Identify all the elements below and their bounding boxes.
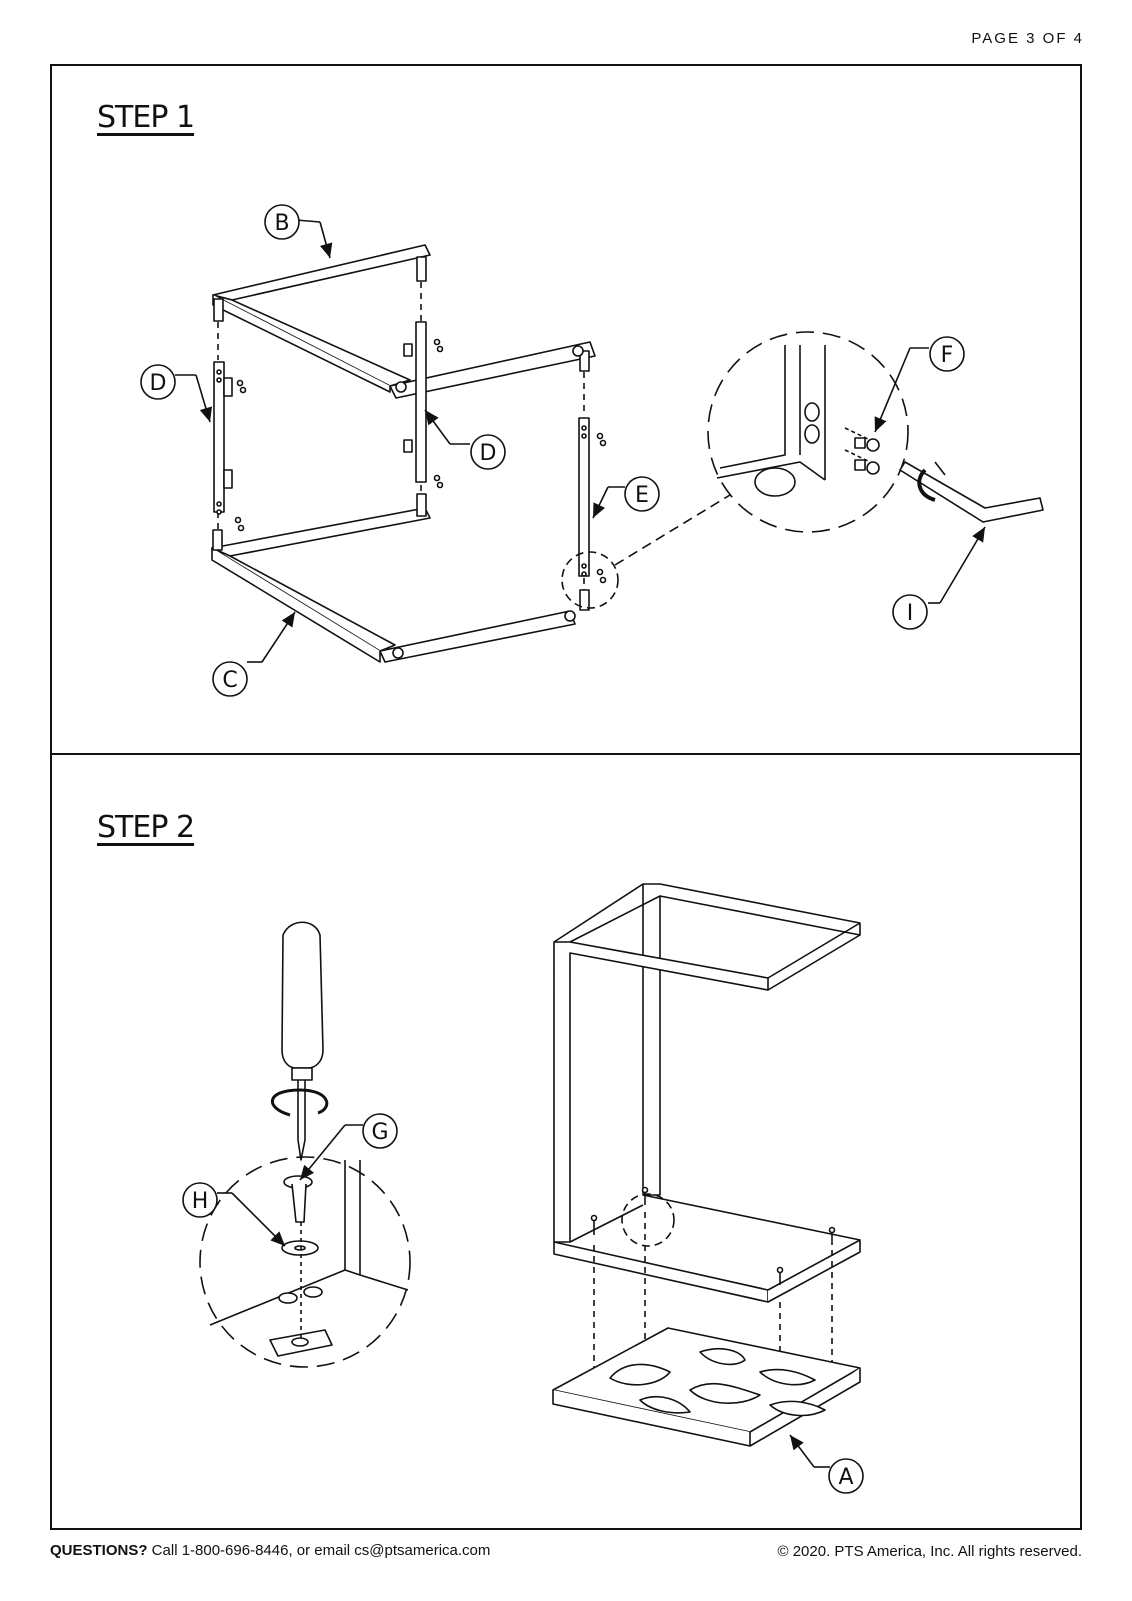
- screws-step1: [234, 338, 607, 584]
- step2-title: STEP 2: [97, 810, 195, 845]
- instruction-frame: [50, 64, 1082, 1530]
- detail-view-step2: [199, 1156, 411, 1368]
- callout-b: B: [274, 211, 289, 236]
- assembled-frame: [553, 883, 861, 1303]
- frame-part-b: [212, 244, 596, 399]
- callout-i: I: [907, 601, 914, 626]
- callout-a-circle: [828, 1458, 864, 1494]
- callout-b-circle: [264, 204, 300, 240]
- tabletop-a: [552, 1327, 861, 1447]
- contact-text: Call 1-800-696-8446, or email cs@ptsamer…: [147, 1542, 491, 1559]
- page-number: PAGE 3 OF 4: [971, 30, 1084, 47]
- footer-copyright: © 2020. PTS America, Inc. All rights res…: [777, 1543, 1082, 1560]
- frame-part-c: [211, 493, 590, 663]
- callout-d-center-circle: [470, 434, 506, 470]
- step1-title: STEP 1: [97, 100, 195, 135]
- allen-key: [899, 461, 1044, 523]
- callout-g-circle: [362, 1113, 398, 1149]
- callout-i-circle: [892, 594, 928, 630]
- callout-f-circle: [929, 336, 965, 372]
- callout-c: C: [222, 668, 237, 693]
- callout-c-circle: [212, 661, 248, 697]
- callout-h: H: [192, 1189, 209, 1214]
- callout-e-circle: [624, 476, 660, 512]
- leg-d-left: [213, 361, 233, 515]
- questions-label: QUESTIONS?: [50, 1542, 148, 1559]
- leg-d-center: [403, 321, 427, 483]
- footer-contact: QUESTIONS? Call 1-800-696-8446, or email…: [50, 1542, 490, 1559]
- callout-d-center: D: [480, 441, 497, 466]
- callout-h-circle: [182, 1182, 218, 1218]
- screwdriver: [270, 921, 329, 1161]
- step-divider: [50, 753, 1082, 755]
- callout-a: A: [838, 1465, 853, 1490]
- screws-step2: [590, 1186, 836, 1285]
- callout-d-left: D: [150, 371, 167, 396]
- leg-e: [578, 417, 590, 577]
- callout-f: F: [941, 343, 954, 368]
- callout-g: G: [371, 1120, 388, 1145]
- callout-e: E: [635, 483, 649, 508]
- callout-d-left-circle: [140, 364, 176, 400]
- detail-view-step1: [707, 331, 909, 533]
